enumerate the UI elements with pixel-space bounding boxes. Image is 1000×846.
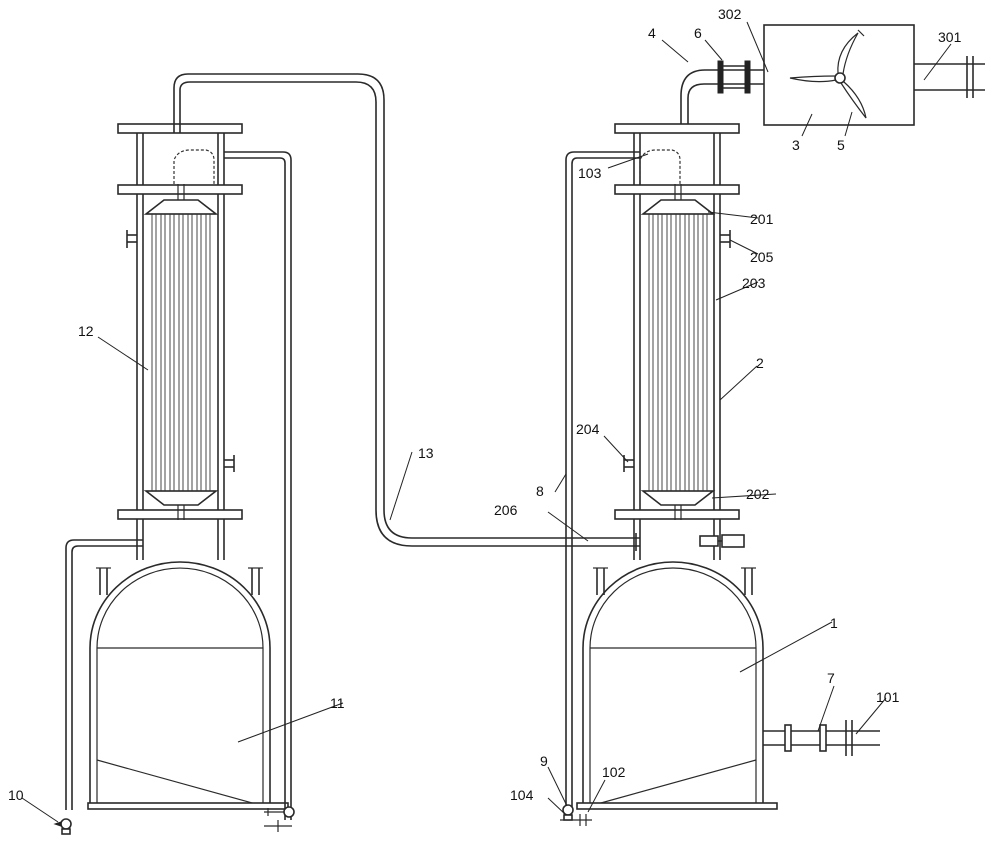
label-104: 104: [510, 787, 534, 803]
vapor-pipe-13: [173, 73, 640, 551]
label-201: 201: [750, 211, 774, 227]
label-3: 3: [792, 137, 800, 153]
leader-lines: [21, 21, 952, 823]
label-102: 102: [602, 764, 626, 780]
label-301: 301: [938, 29, 962, 45]
label-2: 2: [756, 355, 764, 371]
outlet-4: [680, 60, 764, 124]
label-103: 103: [578, 165, 602, 181]
label-203: 203: [742, 275, 766, 291]
label-205: 205: [750, 249, 774, 265]
label-7: 7: [827, 670, 835, 686]
left-unit: [53, 123, 295, 835]
outlet-101: [763, 720, 880, 756]
vessel-1: [576, 561, 778, 810]
fan-impeller-5: [789, 29, 867, 119]
condenser-column-2: [614, 123, 745, 560]
right-unit: [560, 24, 985, 826]
label-12: 12: [78, 323, 94, 339]
label-302: 302: [718, 6, 742, 22]
label-1: 1: [830, 615, 838, 631]
fan-housing-3: [763, 24, 985, 126]
label-8: 8: [536, 483, 544, 499]
label-10: 10: [8, 787, 24, 803]
label-206: 206: [494, 502, 518, 518]
label-101: 101: [876, 689, 900, 705]
label-5: 5: [837, 137, 845, 153]
condenser-column-12: [117, 123, 243, 560]
label-202: 202: [746, 486, 770, 502]
label-6: 6: [694, 25, 702, 41]
label-11: 11: [330, 695, 345, 711]
vessel-11: [87, 561, 289, 810]
part-labels: 4 6 302 301 3 5 103 201 205 203 2 204 20…: [8, 6, 962, 803]
label-204: 204: [576, 421, 600, 437]
left-piping: [53, 151, 295, 835]
label-4: 4: [648, 25, 656, 41]
return-pipe-8: [560, 151, 640, 826]
label-9: 9: [540, 753, 548, 769]
label-13: 13: [418, 445, 434, 461]
